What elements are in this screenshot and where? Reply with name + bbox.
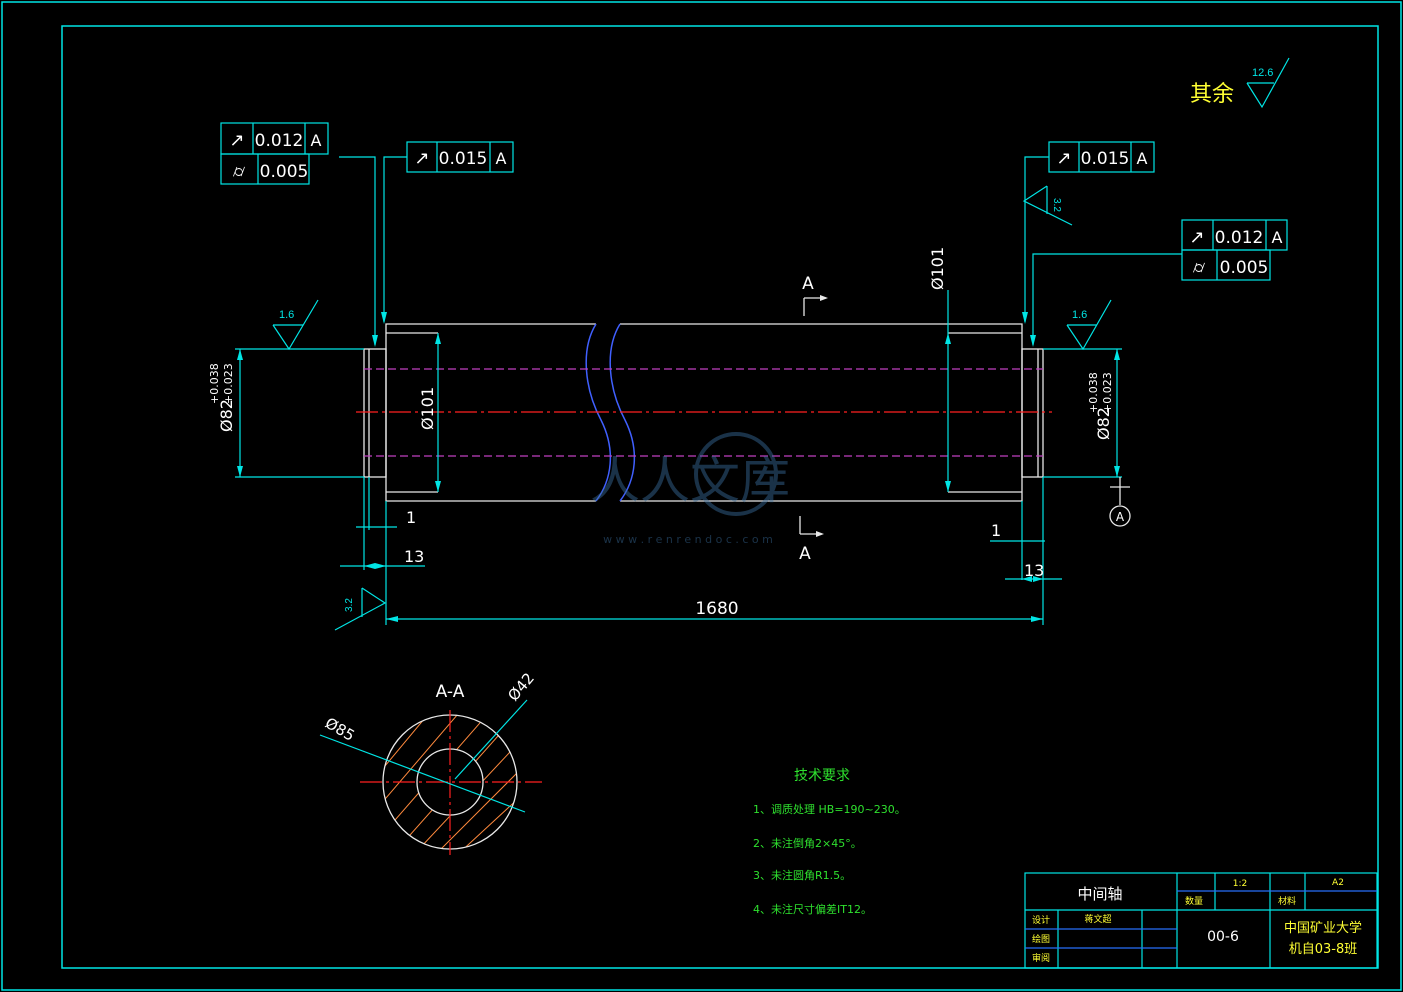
fcf-right1-datum: A xyxy=(1137,149,1148,168)
svg-text:Ø85: Ø85 xyxy=(322,714,358,745)
dim-body-dia-right: Ø101 xyxy=(928,247,951,492)
scale-value: 1:2 xyxy=(1233,879,1247,889)
fcf-right1-group: ↗ 0.015 A xyxy=(1022,141,1155,324)
material-label: 材料 xyxy=(1278,895,1296,907)
svg-text:Ø42: Ø42 xyxy=(504,669,538,704)
svg-text:13: 13 xyxy=(1024,561,1044,580)
fcf-left-runout-datum: A xyxy=(311,131,322,150)
roughness-seat-right: 1.6 xyxy=(1066,299,1112,351)
fcf-left2-value: 0.015 xyxy=(439,149,488,169)
dim-chamfer-right: 1 xyxy=(990,477,1045,625)
svg-text:+0.023: +0.023 xyxy=(222,363,235,404)
qty-label: 数量 xyxy=(1185,895,1203,907)
dim-body-dia-left: Ø101 xyxy=(418,333,441,492)
svg-text:A: A xyxy=(802,274,814,294)
tech-req-item: 4、未注尺寸偏差IT12。 xyxy=(753,902,872,916)
surface-other-value: 12.6 xyxy=(1252,67,1273,79)
fcf-left2-group: ↗ 0.015 A xyxy=(381,141,514,324)
tech-requirements: 技术要求 1、调质处理 HB=190~230。 2、未注倒角2×45°。 3、未… xyxy=(753,768,906,916)
designer-name: 蒋文超 xyxy=(1084,913,1111,925)
svg-text:1: 1 xyxy=(991,521,1001,540)
watermark: 人人文库 w w w . r e n r e n d o c . c o m xyxy=(590,432,790,546)
dim-chamfer-left: 1 xyxy=(356,477,416,625)
fcf-left-runout-value: 0.012 xyxy=(255,131,304,151)
drawing-number: 00-6 xyxy=(1207,929,1239,945)
dim-seat-right: 13 xyxy=(1005,561,1062,582)
svg-text:+0.038: +0.038 xyxy=(1087,372,1100,413)
part-name: 中间轴 xyxy=(1077,885,1122,903)
svg-text:Ø82: Ø82 xyxy=(217,399,236,432)
surface-other-label: 其余 xyxy=(1190,82,1234,107)
runout-icon: ↗ xyxy=(414,148,429,169)
section-cut-bottom: A xyxy=(799,516,824,564)
svg-text:3.2: 3.2 xyxy=(1051,198,1062,212)
tech-req-item: 3、未注圆角R1.5。 xyxy=(753,868,851,882)
dim-left-dia: Ø82 +0.038 +0.023 xyxy=(208,348,364,478)
fcf-right-runout-datum: A xyxy=(1272,228,1283,247)
surface-other-symbol: 其余 12.6 xyxy=(1190,57,1290,109)
fcf-left-group: ↗ 0.012 A ⌭ 0.005 xyxy=(220,122,378,347)
dim-total-length: 1680 xyxy=(386,599,1043,622)
fcf-right-cyl-value: 0.005 xyxy=(1220,258,1269,278)
svg-text:13: 13 xyxy=(404,547,424,566)
school-name: 中国矿业大学 xyxy=(1284,920,1362,936)
cylindricity-icon: ⌭ xyxy=(233,162,246,182)
tech-req-title: 技术要求 xyxy=(794,768,850,784)
roughness-seat-left: 1.6 xyxy=(272,299,319,351)
section-cut-top: A xyxy=(802,274,828,316)
review-label: 审阅 xyxy=(1032,952,1050,964)
fcf-right1-value: 0.015 xyxy=(1081,149,1130,169)
cylindricity-icon: ⌭ xyxy=(1193,258,1206,278)
svg-text:A: A xyxy=(799,544,811,564)
svg-text:1.6: 1.6 xyxy=(279,309,294,321)
datum-a: A xyxy=(1109,477,1131,527)
svg-text:3.2: 3.2 xyxy=(344,598,355,612)
roughness-end-left: 3.2 xyxy=(334,587,387,631)
fcf-left2-datum: A xyxy=(496,149,507,168)
roughness-shoulder-right: 3.2 xyxy=(1022,185,1073,226)
break-line-right xyxy=(609,323,636,502)
tech-req-item: 1、调质处理 HB=190~230。 xyxy=(753,803,906,816)
svg-text:Ø82: Ø82 xyxy=(1094,407,1113,440)
inner-frame xyxy=(61,25,1379,969)
runout-icon: ↗ xyxy=(229,130,244,151)
svg-text:Ø101: Ø101 xyxy=(418,387,437,430)
watermark-text: 人人文库 xyxy=(590,452,790,510)
fcf-left-cyl-value: 0.005 xyxy=(260,162,309,182)
svg-text:Ø101: Ø101 xyxy=(928,247,947,290)
tech-req-item: 2、未注倒角2×45°。 xyxy=(753,836,862,850)
dim-seat-left: 13 xyxy=(340,547,425,569)
svg-text:+0.038: +0.038 xyxy=(208,363,221,404)
runout-icon: ↗ xyxy=(1189,227,1204,248)
svg-text:1.6: 1.6 xyxy=(1072,309,1087,321)
break-line-left xyxy=(585,323,612,502)
roughness-check-icon xyxy=(1246,57,1290,109)
svg-text:A-A: A-A xyxy=(436,682,465,702)
svg-text:A: A xyxy=(1116,510,1125,524)
fcf-right2-group: ↗ 0.012 A ⌭ 0.005 xyxy=(1030,219,1288,347)
design-label: 设计 xyxy=(1032,914,1050,926)
fcf-right-runout-value: 0.012 xyxy=(1215,228,1264,248)
sheet-size: A2 xyxy=(1332,878,1344,888)
dim-right-dia: Ø82 +0.038 +0.023 xyxy=(1043,348,1122,478)
svg-text:1680: 1680 xyxy=(695,599,738,619)
runout-icon: ↗ xyxy=(1056,148,1071,169)
svg-text:+0.023: +0.023 xyxy=(1101,372,1114,413)
svg-text:1: 1 xyxy=(406,508,416,527)
draw-label: 绘图 xyxy=(1032,933,1050,945)
section-view: A-A Ø85 Ø42 xyxy=(319,669,542,855)
watermark-url: w w w . r e n r e n d o c . c o m xyxy=(603,533,773,546)
title-block: 中间轴 1:2 A2 数量 材料 设计 蒋文超 绘图 审阅 00-6 中国矿业大… xyxy=(1024,872,1378,969)
class-name: 机自03-8班 xyxy=(1289,942,1358,957)
